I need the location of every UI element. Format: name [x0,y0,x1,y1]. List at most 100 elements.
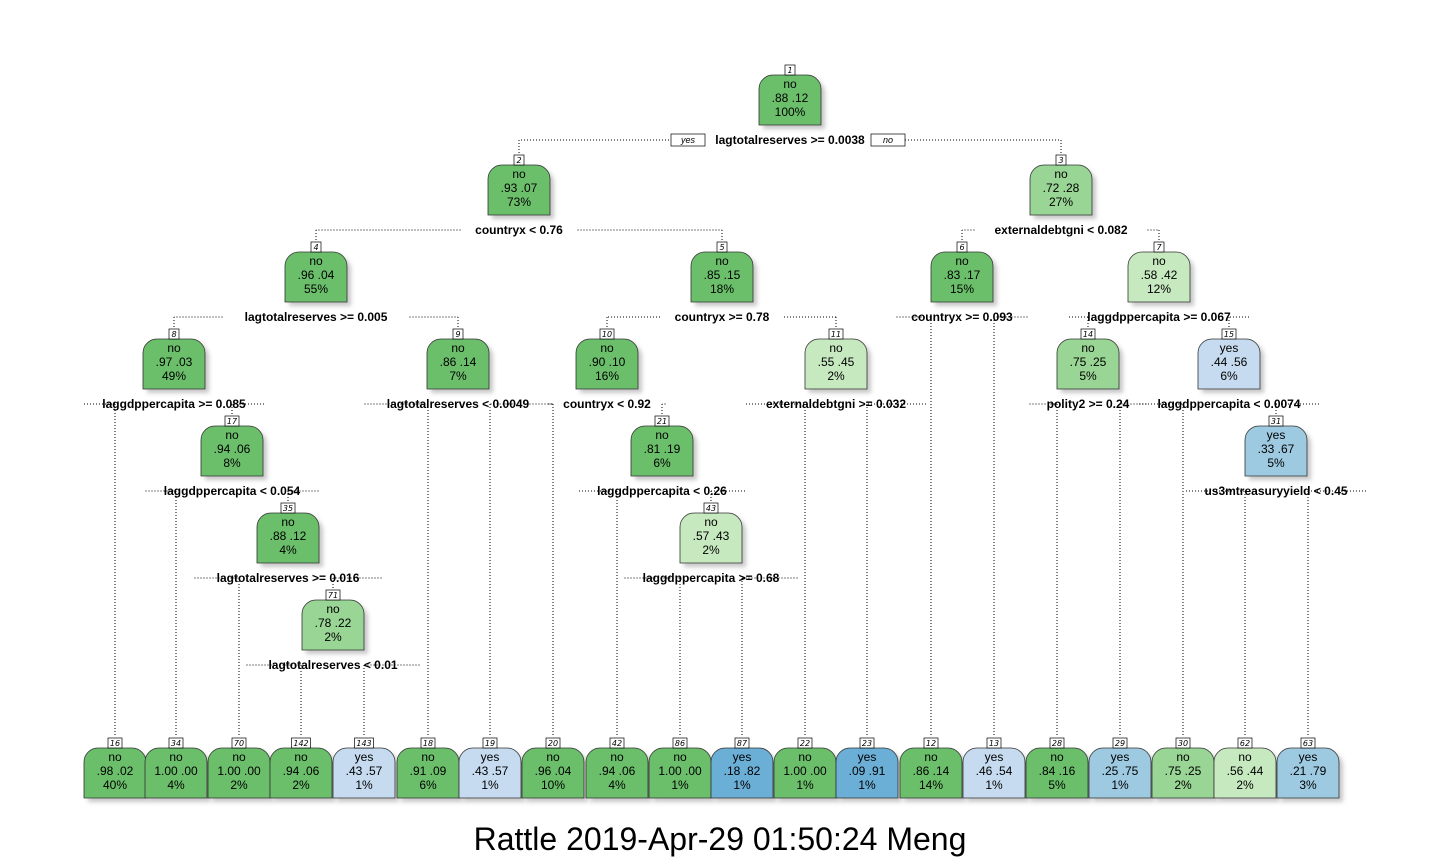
node-probs: .57 .43 [693,529,730,543]
node-percent: 15% [950,282,974,296]
node-box [575,338,639,390]
node-percent: 1% [858,778,876,792]
node-box [930,251,994,303]
split-rule-21: laggdppercapita < 0.26 [597,484,727,498]
node-probs: .18 .82 [724,764,761,778]
node-number: 70 [234,739,244,748]
node-percent: 4% [279,543,297,557]
split-rule-71: lagtotalreserves < 0.01 [268,658,397,672]
node-probs: .84 .16 [1039,764,1076,778]
node-probs: .96 .04 [298,268,335,282]
node-number: 14 [1083,330,1093,339]
node-number-box [734,737,750,749]
node-class: no [421,750,435,764]
node-class: no [512,167,526,181]
node-probs: .81 .19 [644,442,681,456]
node-number-box [986,737,1002,749]
node-box [1276,747,1340,799]
node-number: 2 [516,156,521,165]
node-probs: 1.00 .00 [154,764,198,778]
node-class: no [1152,254,1166,268]
node-class: no [225,428,239,442]
node-number: 63 [1303,739,1313,748]
node-number: 22 [800,739,810,748]
node-percent: 1% [985,778,1003,792]
node-class: no [955,254,969,268]
node-box [144,747,208,799]
node-class: yes [481,750,500,764]
node-number-box [545,737,561,749]
split-rule-5: countryx >= 0.78 [675,310,770,324]
split-rule-14: polity2 >= 0.24 [1047,397,1130,411]
node-probs: .43 .57 [472,764,509,778]
node-percent: 5% [1079,369,1097,383]
node-class: yes [1111,750,1130,764]
node-probs: .78 .22 [315,616,352,630]
split-rule-17: laggdppercapita < 0.054 [164,484,301,498]
node-percent: 1% [481,778,499,792]
node-percent: 8% [223,456,241,470]
node-probs: .21 .79 [1290,764,1327,778]
node-box [256,512,320,564]
node-percent: 4% [608,778,626,792]
node-number-box [420,737,436,749]
node-box [585,747,649,799]
node-percent: 49% [162,369,186,383]
node-class: no [1238,750,1252,764]
node-class: yes [1220,341,1239,355]
node-percent: 6% [419,778,437,792]
node-probs: .72 .28 [1043,181,1080,195]
node-number-box [231,737,247,749]
node-number: 18 [423,739,433,748]
node-number: 28 [1052,739,1062,748]
split-rule-10: countryx < 0.92 [563,397,651,411]
node-box [1244,425,1308,477]
node-class: yes [985,750,1004,764]
node-percent: 5% [1267,456,1285,470]
node-probs: .94 .06 [599,764,636,778]
node-class: no [1050,750,1064,764]
branch-label-no-box [870,133,906,147]
node-percent: 14% [919,778,943,792]
node-probs: .88 .12 [772,91,809,105]
node-probs: .75 .25 [1070,355,1107,369]
node-number: 42 [612,739,622,748]
node-percent: 27% [1049,195,1073,209]
node-probs: .58 .42 [1141,268,1178,282]
node-class: no [309,254,323,268]
node-probs: .55 .45 [818,355,855,369]
split-rule-15: laggdppercapita < 0.0074 [1157,397,1300,411]
node-class: no [924,750,938,764]
node-percent: 2% [292,778,310,792]
node-class: no [108,750,122,764]
node-number-box [1049,737,1065,749]
node-number-box [513,154,525,166]
node-number: 31 [1271,417,1281,426]
node-number-box [797,737,813,749]
node-probs: .43 .57 [346,764,383,778]
node-probs: 1.00 .00 [783,764,827,778]
node-probs: .85 .15 [704,268,741,282]
node-class: no [281,515,295,529]
node-probs: .96 .04 [535,764,572,778]
node-percent: 1% [671,778,689,792]
node-box [426,338,490,390]
node-probs: .88 .12 [270,529,307,543]
node-number: 6 [959,243,964,252]
node-box [758,74,822,126]
node-percent: 2% [1174,778,1192,792]
node-number: 21 [657,417,667,426]
node-percent: 12% [1147,282,1171,296]
node-number: 3 [1058,156,1063,165]
node-number-box [291,737,311,749]
node-probs: .25 .75 [1102,764,1139,778]
